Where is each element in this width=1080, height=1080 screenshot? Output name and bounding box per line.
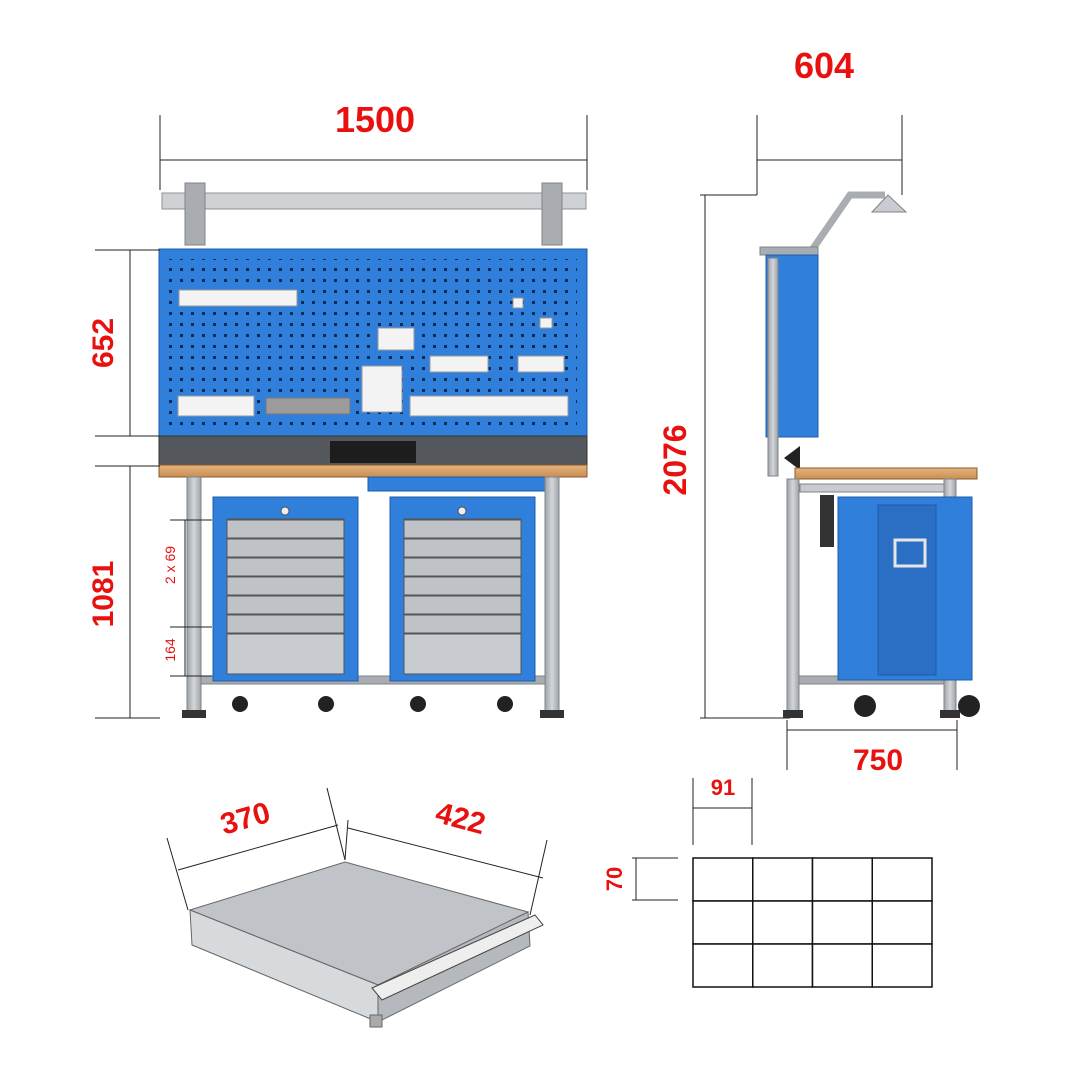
dimension-label-604: 604 (794, 45, 854, 86)
shelf-lip (784, 446, 800, 470)
drawer-cabinet-left (212, 496, 359, 712)
dimension-side-depth-top: 604 (756, 45, 903, 195)
side-wheel-rear (854, 695, 876, 717)
dimension-cell-height: 70 (602, 857, 678, 901)
foot-right (540, 710, 564, 718)
dimension-label-750: 750 (853, 744, 903, 777)
dimension-label-1500: 1500 (335, 99, 415, 140)
grid-cell (752, 857, 814, 902)
grid-cell (871, 943, 933, 988)
panel-shelf (330, 441, 416, 463)
grid-cell (752, 943, 814, 988)
lamp-arm (809, 191, 885, 252)
dimension-total-height: 2076 (657, 194, 790, 719)
dimension-drawers: 2 x 69 164 (162, 519, 212, 677)
grid-cell (811, 943, 873, 988)
side-leg-rear (786, 478, 800, 716)
drawer-handle (371, 914, 544, 1001)
side-cabinet-panel (877, 504, 937, 676)
dimension-label-91: 91 (711, 775, 735, 800)
dimension-cell-width: 91 (692, 775, 753, 845)
front-drawer-rail (367, 476, 549, 492)
dimension-label-large-drawer: 164 (162, 638, 178, 662)
side-wheel-front (958, 695, 980, 717)
side-handle (893, 538, 927, 568)
light-post-right (541, 182, 563, 246)
front-view: 1500 (87, 99, 588, 719)
tool-holders (177, 289, 569, 417)
grid-cell (811, 900, 873, 945)
panel-top-bracket (759, 246, 819, 256)
side-drawer-rail (799, 483, 951, 493)
leg-left (186, 476, 202, 713)
dimension-panel-height: 652 (87, 249, 160, 437)
side-foot-rear (783, 710, 803, 718)
light-post-left (184, 182, 206, 246)
grid-cell (871, 857, 933, 902)
dimension-front-width: 1500 (159, 99, 588, 190)
worktop (158, 464, 588, 478)
leg-right (544, 476, 560, 713)
drawer-divider-grid-view: 91 70 (602, 775, 933, 988)
grid-cell (692, 857, 754, 902)
foot-left (182, 710, 206, 718)
grid-cell (692, 943, 754, 988)
side-worktop (794, 467, 978, 480)
dimension-label-370: 370 (217, 796, 274, 842)
bottom-rail (200, 675, 546, 685)
dimension-label-422: 422 (432, 796, 489, 841)
grid-cell (811, 857, 873, 902)
drawer-iso-view: 370 422 (166, 787, 548, 1028)
dimension-label-small-drawers: 2 x 69 (162, 546, 178, 584)
side-hook (820, 495, 834, 547)
dimension-label-2076: 2076 (657, 424, 693, 495)
dimension-label-652: 652 (87, 318, 120, 368)
rear-post (767, 257, 779, 477)
grid-cell (871, 900, 933, 945)
drawer-cabinet-right (389, 496, 536, 712)
light-bar (161, 192, 587, 210)
grid-cell (752, 900, 814, 945)
drawer-foot (369, 1014, 383, 1028)
dimension-label-1081: 1081 (87, 561, 120, 628)
lamp-head (870, 194, 908, 213)
side-foot-front (940, 710, 960, 718)
dimension-side-depth: 750 (786, 720, 958, 777)
side-view: 604 2076 (657, 45, 980, 777)
dimension-bench-height: 1081 (87, 465, 160, 719)
divider-grid (692, 857, 933, 988)
grid-cell (692, 900, 754, 945)
dimension-label-70: 70 (602, 867, 627, 891)
